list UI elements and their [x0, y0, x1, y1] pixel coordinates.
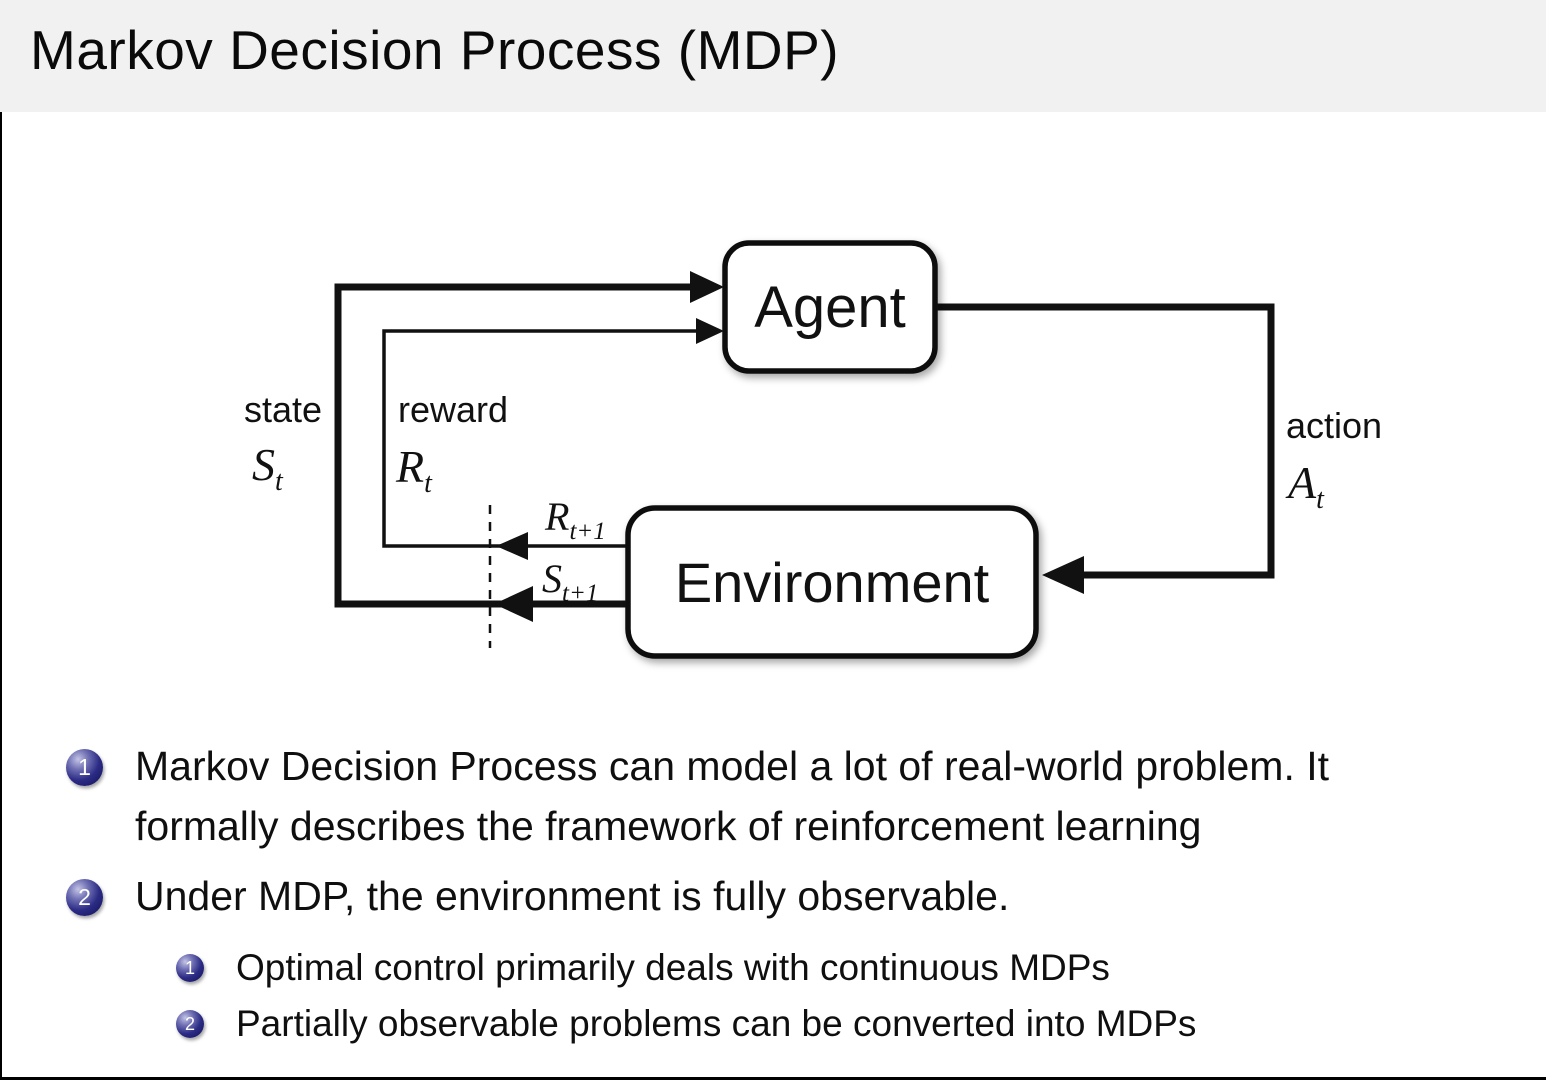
next-reward-symbol: Rt+1 [544, 494, 606, 545]
bullet-list: 1 Markov Decision Process can model a lo… [0, 736, 1546, 1052]
enumeration-ball-icon: 2 [66, 879, 103, 916]
environment-box-label: Environment [675, 551, 990, 614]
bullet-text-line: Markov Decision Process can model a lot … [135, 743, 1330, 789]
state-arrowhead-into-agent [690, 271, 724, 303]
list-item: 1 Optimal control primarily deals with c… [0, 940, 1546, 996]
slide-title: Markov Decision Process (MDP) [30, 19, 840, 81]
enumeration-ball-icon: 2 [176, 1010, 204, 1038]
next-reward-arrowhead [496, 532, 528, 560]
sub-bullet-text: Partially observable problems can be con… [236, 1003, 1197, 1044]
enumeration-ball-icon: 1 [176, 954, 204, 982]
slide-title-bar: Markov Decision Process (MDP) [0, 0, 1546, 112]
action-symbol: At [1285, 457, 1325, 515]
action-arrowhead-into-environment [1042, 556, 1084, 594]
next-state-arrowhead [494, 586, 533, 622]
next-state-symbol: St+1 [542, 556, 598, 607]
state-symbol: St [252, 439, 284, 497]
bullet-text-line: formally describes the framework of rein… [135, 803, 1202, 849]
reward-symbol: Rt [395, 441, 433, 499]
mdp-agent-environment-diagram: Agent Environment state St reward Rt Rt+… [244, 240, 1382, 659]
enumeration-number: 1 [184, 958, 195, 978]
environment-box [625, 505, 1039, 659]
enumeration-number: 2 [78, 884, 91, 910]
action-label: action [1286, 405, 1382, 446]
agent-box-label: Agent [754, 275, 906, 340]
reward-arrowhead-into-agent [696, 318, 724, 344]
sub-bullet-text: Optimal control primarily deals with con… [236, 947, 1110, 988]
enumeration-number: 2 [184, 1014, 195, 1034]
action-loop-line [937, 303, 1275, 579]
sub-bullet-list: 1 Optimal control primarily deals with c… [0, 940, 1546, 1052]
state-label: state [244, 389, 322, 430]
enumeration-number: 1 [78, 754, 91, 780]
window-left-edge [0, 0, 2, 1080]
agent-box [722, 240, 938, 374]
bullet-text-line: Under MDP, the environment is fully obse… [135, 873, 1010, 919]
list-item: 1 Markov Decision Process can model a lo… [0, 736, 1546, 856]
enumeration-ball-icon: 1 [66, 749, 103, 786]
list-item: 2 Under MDP, the environment is fully ob… [0, 866, 1546, 926]
reward-label: reward [398, 389, 508, 430]
state-loop-line [334, 283, 716, 608]
list-item: 2 Partially observable problems can be c… [0, 996, 1546, 1052]
window-bottom-edge [0, 1077, 1546, 1080]
